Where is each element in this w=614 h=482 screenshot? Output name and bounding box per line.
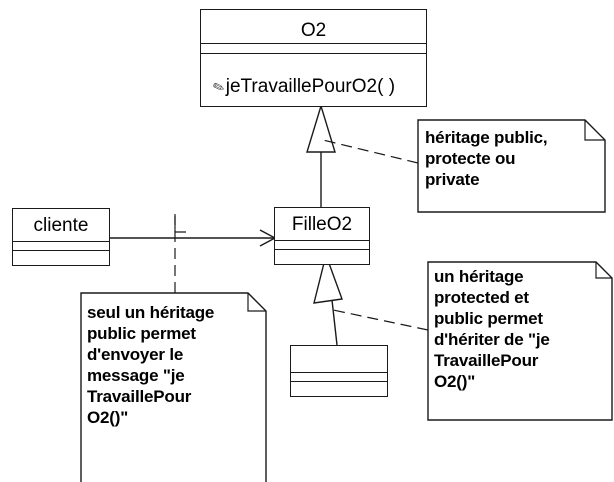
class-o2-operation: ✎jeTravaillePourO2( ): [210, 76, 396, 98]
class-cliente[interactable]: cliente: [12, 208, 110, 266]
class-cliente-name: cliente: [33, 215, 89, 236]
class-filleo2-divider: [275, 249, 369, 250]
generalization-line-anon-filleo2: [331, 299, 338, 346]
class-o2-divider: [201, 43, 426, 44]
note-seul-heritage-shape: [80, 292, 267, 482]
class-o2-name: O2: [300, 20, 327, 41]
class-cliente-divider: [13, 241, 109, 242]
note-heritage-protected-shape: [427, 261, 613, 421]
class-o2-divider: [201, 53, 426, 54]
generalization-arrowhead-filleo2: [313, 252, 343, 304]
class-o2-operation-label: jeTravaillePourO2( ): [225, 76, 396, 97]
note-anchor-heritage-public: [322, 139, 419, 164]
class-filleo2-name: FilleO2: [291, 214, 353, 235]
note-seul-heritage: seul un héritage public permet d'envoyer…: [87, 303, 215, 427]
class-filleo2-divider: [275, 240, 369, 241]
class-anonymous[interactable]: [290, 345, 388, 397]
note-anchor-heritage-protected: [332, 309, 429, 331]
note-heritage-protected: un héritage protected et public permet d…: [434, 267, 550, 391]
class-cliente-divider: [13, 250, 109, 251]
class-filleo2[interactable]: FilleO2: [274, 207, 370, 265]
class-o2[interactable]: O2 ✎jeTravaillePourO2( ): [200, 9, 427, 107]
note-anchor-tick: [174, 214, 186, 233]
class-anonymous-divider: [291, 372, 387, 373]
class-anonymous-divider: [291, 381, 387, 382]
generalization-arrowhead-o2: [306, 103, 336, 153]
note-heritage-public-shape: [417, 119, 606, 213]
note-heritage-public: héritage public, protecte ou private: [425, 128, 548, 189]
